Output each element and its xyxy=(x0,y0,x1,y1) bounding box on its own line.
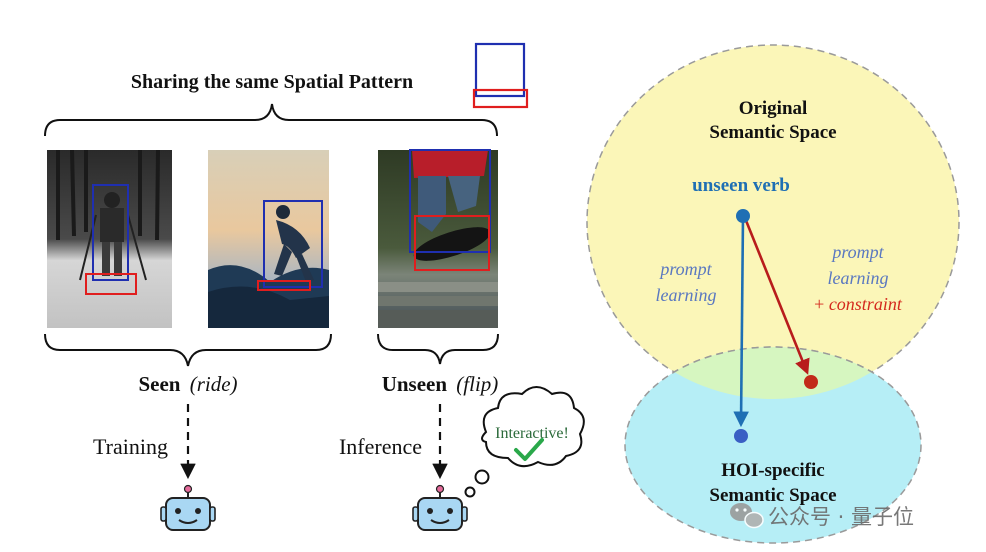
unseen-label: Unseen xyxy=(382,372,448,396)
watermark-text: 公众号 · 量子位 xyxy=(768,505,914,529)
prompt-right-1: prompt xyxy=(830,242,884,262)
original-space-title-1: Original xyxy=(739,98,808,119)
top-brace xyxy=(44,103,498,137)
image-skateboarder xyxy=(378,149,498,328)
hoi-space-title-2: Semantic Space xyxy=(709,485,836,506)
hoi-space-title-1: HOI-specific xyxy=(721,460,824,481)
pattern-title: Sharing the same Spatial Pattern xyxy=(131,71,413,93)
prompt-point xyxy=(734,429,748,443)
constraint-label: + constraint xyxy=(814,294,903,314)
skateboarder-object-box xyxy=(414,215,490,271)
constraint-arrow xyxy=(743,217,810,375)
unseen-verb: (flip) xyxy=(456,372,498,396)
original-space-title-2: Semantic Space xyxy=(709,122,836,143)
thought-cloud-icon: Interactive! xyxy=(464,386,585,498)
wechat-icon xyxy=(730,503,764,529)
skier-human-box xyxy=(92,184,129,281)
prompt-left-2: learning xyxy=(656,285,717,305)
inference-label: Inference xyxy=(339,434,422,459)
pattern-human-box-icon xyxy=(474,42,526,98)
surfer-human-box xyxy=(263,200,323,288)
unseen-caption: Unseen (flip) xyxy=(382,372,499,396)
prompt-learning-arrow xyxy=(733,215,749,428)
hoi-space-ellipse xyxy=(624,346,922,544)
prompt-right-2: learning xyxy=(828,268,889,288)
seen-label: Seen xyxy=(138,372,180,396)
seen-brace xyxy=(44,333,332,367)
unseen-verb-point xyxy=(736,209,750,223)
unseen-verb-label: unseen verb xyxy=(692,175,790,196)
skier-object-box xyxy=(85,273,137,295)
image-surfer xyxy=(208,150,329,328)
watermark: 公众号 · 量子位 xyxy=(730,503,914,529)
thought-text: Interactive! xyxy=(495,425,569,442)
constraint-plus: + xyxy=(814,294,829,314)
pattern-object-box-icon xyxy=(472,88,529,109)
prompt-left-1: prompt xyxy=(658,259,712,279)
robot-icon-training xyxy=(160,484,216,531)
training-label: Training xyxy=(93,434,168,459)
surfer-object-box xyxy=(257,280,311,291)
seen-verb: (ride) xyxy=(190,372,238,396)
seen-caption: Seen (ride) xyxy=(138,372,237,396)
original-space-ellipse xyxy=(586,44,960,400)
skateboarder-human-box xyxy=(409,149,491,253)
check-icon xyxy=(514,438,544,461)
constrained-point xyxy=(804,375,818,389)
unseen-brace xyxy=(377,333,499,365)
constraint-word: constraint xyxy=(829,294,903,314)
image-skier xyxy=(47,149,172,328)
robot-icon-inference xyxy=(412,484,468,531)
